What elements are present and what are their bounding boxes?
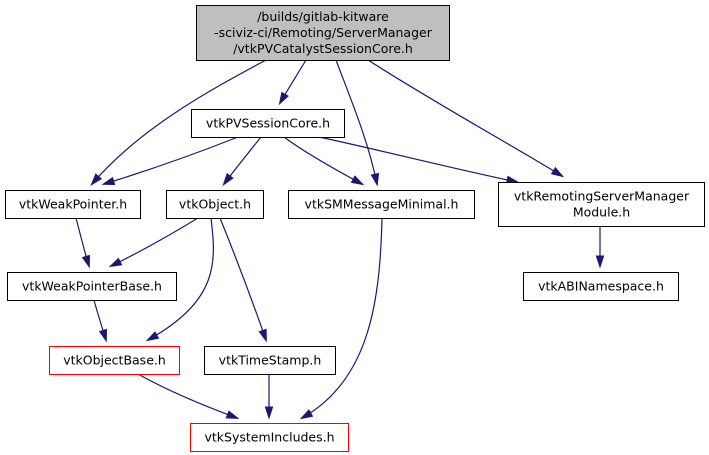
node-smmessageminimal[interactable]: vtkSMMessageMinimal.h: [288, 190, 475, 219]
edge-weakpointerbase-to-objectbase: [93, 299, 108, 343]
edge-line: [137, 373, 238, 419]
node-label-line: /builds/gitlab-kitware: [257, 9, 389, 24]
node-label-line: vtkObjectBase.h: [63, 353, 166, 368]
edge-line: [301, 217, 383, 419]
node-label-line: Module.h: [573, 205, 630, 220]
node-box[interactable]: [5, 190, 141, 219]
edge-smmessageminimal-to-systemincludes: [299, 217, 383, 420]
node-label-line: vtkABINamespace.h: [538, 279, 664, 294]
node-box[interactable]: [498, 182, 705, 227]
node-weakpointerbase[interactable]: vtkWeakPointerBase.h: [7, 272, 177, 301]
edge-line: [91, 59, 267, 185]
node-label-line: vtkObject.h: [179, 197, 251, 212]
node-box[interactable]: [204, 346, 336, 375]
node-label-line: vtkSMMessageMinimal.h: [305, 197, 459, 212]
node-box[interactable]: [523, 272, 679, 301]
arrowhead-icon: [81, 254, 90, 269]
arrowhead-icon: [350, 175, 365, 186]
node-label-line: vtkPVSessionCore.h: [206, 116, 330, 131]
edge-line: [147, 217, 214, 341]
edge-root-to-pvsessioncore: [278, 59, 307, 106]
edge-object-to-timestamp: [219, 217, 267, 343]
arrowhead-icon: [90, 173, 103, 186]
node-label-line: vtkWeakPointerBase.h: [22, 279, 162, 294]
node-weakpointer[interactable]: vtkWeakPointer.h: [5, 190, 141, 219]
node-objectbase[interactable]: vtkObjectBase.h: [49, 346, 180, 375]
edge-root-to-weakpointer: [90, 59, 267, 186]
edge-pvsessioncore-to-object: [222, 136, 262, 187]
node-systemincludes[interactable]: vtkSystemIncludes.h: [190, 423, 349, 452]
node-box[interactable]: [288, 190, 475, 219]
edge-pvsessioncore-to-weakpointer: [101, 136, 239, 186]
node-box[interactable]: [7, 272, 177, 301]
edge-timestamp-to-systemincludes: [264, 374, 274, 420]
node-abinamespace[interactable]: vtkABINamespace.h: [523, 272, 679, 301]
arrowhead-icon: [278, 91, 289, 106]
node-box[interactable]: [49, 346, 180, 375]
arrowhead-icon: [258, 328, 267, 343]
edge-root-to-remotingservermanagermodule: [367, 59, 565, 178]
node-label-line: -sciviz-ci/Remoting/ServerManager: [214, 25, 433, 40]
node-label-line: vtkTimeStamp.h: [219, 353, 322, 368]
node-root[interactable]: /builds/gitlab-kitware-sciviz-ci/Remotin…: [196, 5, 450, 61]
edge-line: [318, 136, 518, 183]
node-label-line: vtkRemotingServerManager: [514, 189, 690, 204]
edge-line: [110, 217, 199, 267]
nodes-layer: /builds/gitlab-kitware-sciviz-ci/Remotin…: [5, 5, 705, 452]
arrowhead-icon: [264, 406, 274, 420]
edge-object-to-objectbase: [145, 217, 214, 342]
edges-layer: [75, 59, 605, 420]
arrowhead-icon: [550, 166, 565, 178]
node-label-line: /vtkPVCatalystSessionCore.h: [233, 41, 413, 56]
node-label-line: vtkSystemIncludes.h: [204, 430, 334, 445]
arrowhead-icon: [108, 257, 123, 268]
arrowhead-icon: [101, 176, 116, 186]
edge-weakpointer-to-weakpointerbase: [75, 217, 90, 269]
edge-remotingservermanagermodule-to-abinamespace: [595, 225, 605, 269]
edge-objectbase-to-systemincludes: [137, 373, 240, 419]
arrowhead-icon: [98, 328, 108, 343]
edge-line: [367, 59, 563, 177]
edge-pvsessioncore-to-smmessageminimal: [283, 136, 365, 186]
arrowhead-icon: [222, 173, 234, 187]
edge-line: [219, 217, 267, 341]
node-label-line: vtkWeakPointer.h: [19, 197, 127, 212]
edge-object-to-weakpointerbase: [108, 217, 199, 268]
edge-root-to-smmessageminimal: [335, 59, 380, 187]
arrowhead-icon: [299, 409, 314, 420]
node-pvsessioncore[interactable]: vtkPVSessionCore.h: [191, 109, 345, 138]
node-box[interactable]: [190, 423, 349, 452]
node-box[interactable]: [191, 109, 345, 138]
node-box[interactable]: [166, 190, 264, 219]
node-timestamp[interactable]: vtkTimeStamp.h: [204, 346, 336, 375]
arrowhead-icon: [225, 410, 240, 419]
edge-line: [103, 136, 239, 185]
edge-line: [335, 59, 378, 185]
arrowhead-icon: [370, 172, 380, 187]
arrowhead-icon: [145, 331, 160, 342]
arrowhead-icon: [595, 255, 605, 269]
node-box[interactable]: [196, 5, 450, 61]
node-object[interactable]: vtkObject.h: [166, 190, 264, 219]
